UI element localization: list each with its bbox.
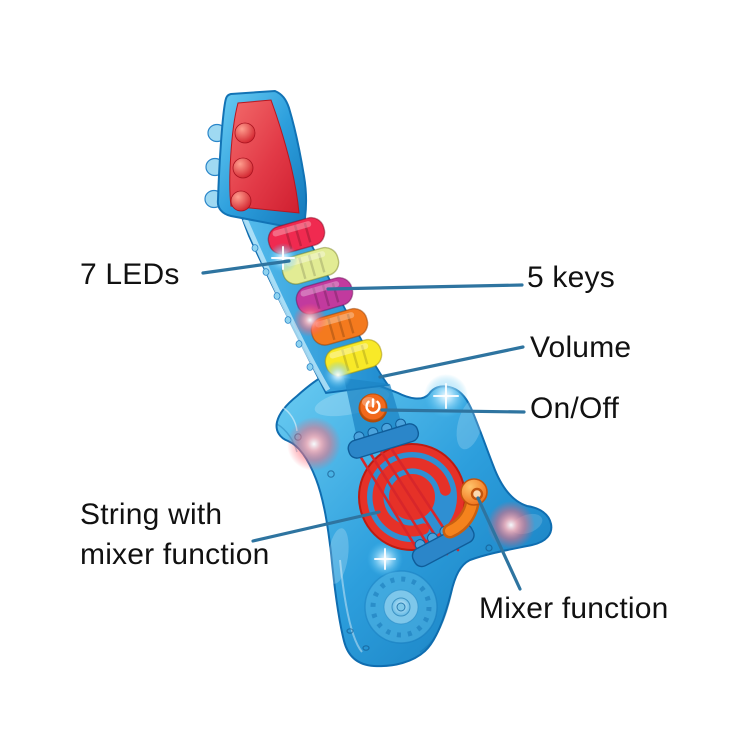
- led-glow-pink: [487, 501, 535, 549]
- label-volume: Volume: [530, 331, 632, 364]
- label-7-leds: 7 LEDs: [80, 258, 180, 291]
- led-glow-pink: [287, 417, 341, 471]
- tuning-knob: [230, 190, 252, 212]
- speaker: [364, 570, 438, 644]
- headstock: [204, 89, 307, 230]
- label-5-keys: 5 keys: [527, 261, 615, 294]
- body-contour: [339, 559, 363, 653]
- neck-rail: [242, 218, 331, 392]
- neck-rail-studs: [251, 244, 314, 371]
- label-string-mixer: String with mixer function: [80, 498, 270, 571]
- screw: [327, 470, 335, 478]
- tuning-knob: [234, 122, 256, 144]
- led-glow-blue: [324, 361, 352, 389]
- neck-led-lights: [268, 243, 352, 389]
- string-2: [365, 446, 438, 560]
- label-on-off: On/Off: [530, 392, 620, 425]
- leader-lines: [201, 259, 526, 591]
- leader-line-5-keys: [326, 283, 524, 291]
- hole: [346, 628, 354, 634]
- leader-line-string-mixer: [251, 510, 381, 543]
- tuning-knob: [232, 157, 254, 179]
- led-glow-pink: [293, 303, 327, 337]
- power-button: [358, 393, 388, 423]
- led-sparkle: [374, 383, 459, 570]
- mixer-lever: [442, 478, 488, 539]
- led-sparkle: [271, 246, 295, 270]
- bridge-upper: [347, 418, 420, 459]
- leader-line-mixer: [476, 496, 522, 591]
- hole: [362, 645, 370, 651]
- body-led-lights: [287, 374, 535, 577]
- power-icon: [365, 398, 381, 414]
- body-contour: [419, 589, 453, 653]
- screw: [485, 544, 493, 552]
- string-1: [355, 449, 427, 564]
- leader-line-volume: [378, 345, 525, 379]
- mixer-dial: [358, 443, 466, 551]
- body-highlight: [327, 528, 349, 584]
- leader-line-on-off: [380, 408, 526, 414]
- leader-line-7-leds: [201, 259, 291, 275]
- dial-spiral: [372, 457, 452, 537]
- label-mixer-function: Mixer function: [479, 592, 669, 625]
